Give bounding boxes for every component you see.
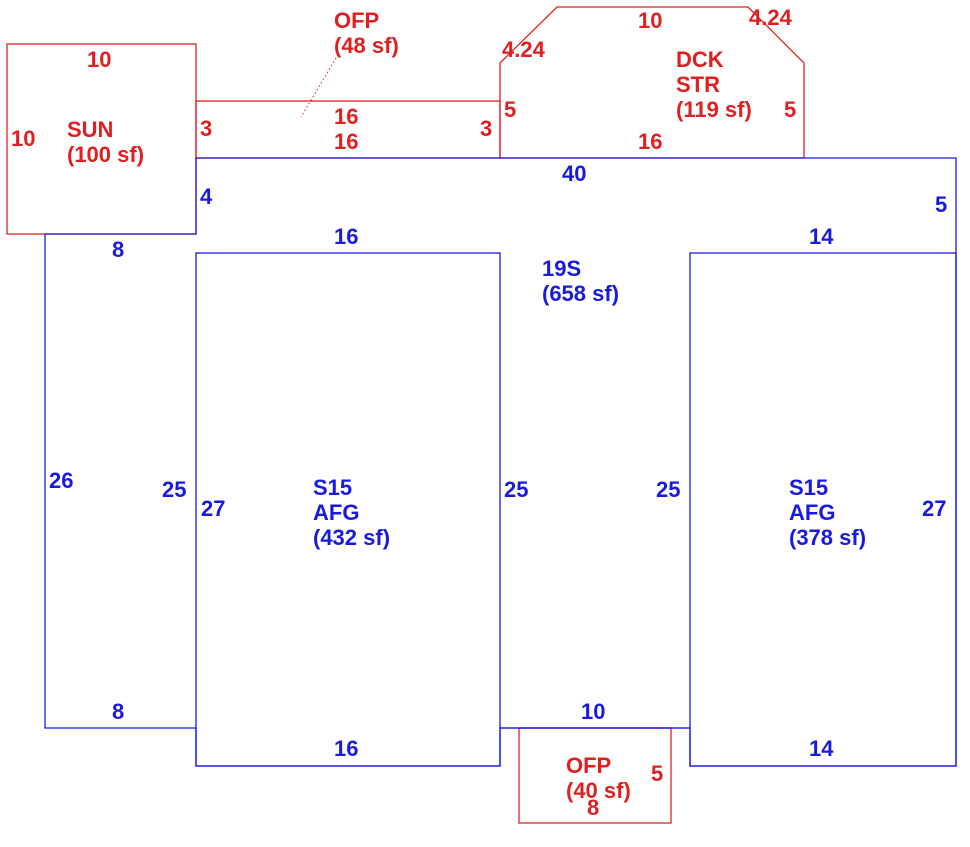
dim-dck-left: 5: [504, 97, 516, 122]
dim-dck-diag-left: 4.24: [502, 37, 546, 62]
dim-sun-left: 10: [11, 126, 35, 151]
dim-ofp-bottom-base: 8: [587, 795, 599, 820]
dim-ofp-bottom-right: 5: [651, 761, 663, 786]
dim-wing-right-left: 25: [656, 477, 680, 502]
left-wing-type-label: AFG: [313, 500, 359, 525]
dck-area-label: (119 sf): [676, 97, 752, 122]
dim-main-top: 40: [562, 161, 586, 186]
dim-wing-left-top: 16: [334, 224, 358, 249]
dim-porch-right: 3: [480, 116, 492, 141]
right-wing-code-label: S15: [789, 475, 828, 500]
dim-porch-top: 16: [334, 104, 358, 129]
dim-wing-left-bottom: 16: [334, 736, 358, 761]
dim-left-top: 8: [112, 237, 124, 262]
right-wing-area-label: (378 sf): [789, 525, 866, 550]
dim-wing-right-bottom: 14: [809, 736, 834, 761]
dim-dck-bottom: 16: [638, 129, 662, 154]
dim-main-right: 5: [935, 192, 947, 217]
sun-code-label: SUN: [67, 117, 113, 142]
sun-area-label: (100 sf): [67, 142, 144, 167]
dim-wing-left-outer: 25: [162, 477, 186, 502]
right-wing-outline: [689, 252, 957, 767]
ofp-top-code-label: OFP: [334, 8, 379, 33]
dim-wing-right-side: 27: [922, 496, 946, 521]
left-wing-code-label: S15: [313, 475, 352, 500]
main-area-label: (658 sf): [542, 281, 619, 306]
str-code-label: STR: [676, 72, 720, 97]
dim-dck-right: 5: [784, 97, 796, 122]
ofp-leader-line: [300, 57, 337, 118]
dim-wing-left-inner: 27: [201, 496, 225, 521]
dim-sun-right: 3: [200, 116, 212, 141]
dim-left-bottom: 8: [112, 699, 124, 724]
dim-step-left: 4: [200, 184, 213, 209]
dim-wing-left-right: 25: [504, 477, 528, 502]
left-wing-area-label: (432 sf): [313, 525, 390, 550]
ofp-bottom-code-label: OFP: [566, 753, 611, 778]
main-code-label: 19S: [542, 256, 581, 281]
dim-dck-top: 10: [638, 8, 662, 33]
dck-code-label: DCK: [676, 47, 724, 72]
dim-wing-right-top: 14: [809, 224, 834, 249]
dim-left-side: 26: [49, 468, 73, 493]
ofp-top-area-label: (48 sf): [334, 33, 399, 58]
dim-porch-bottom: 16: [334, 129, 358, 154]
ofp-bottom-area-label: (40 sf): [566, 778, 631, 803]
dim-dck-diag-right: 4.24: [749, 5, 793, 30]
dim-sun-top: 10: [87, 47, 111, 72]
dim-center-bottom: 10: [581, 699, 605, 724]
right-wing-type-label: AFG: [789, 500, 835, 525]
left-wing-outline: [195, 252, 501, 767]
